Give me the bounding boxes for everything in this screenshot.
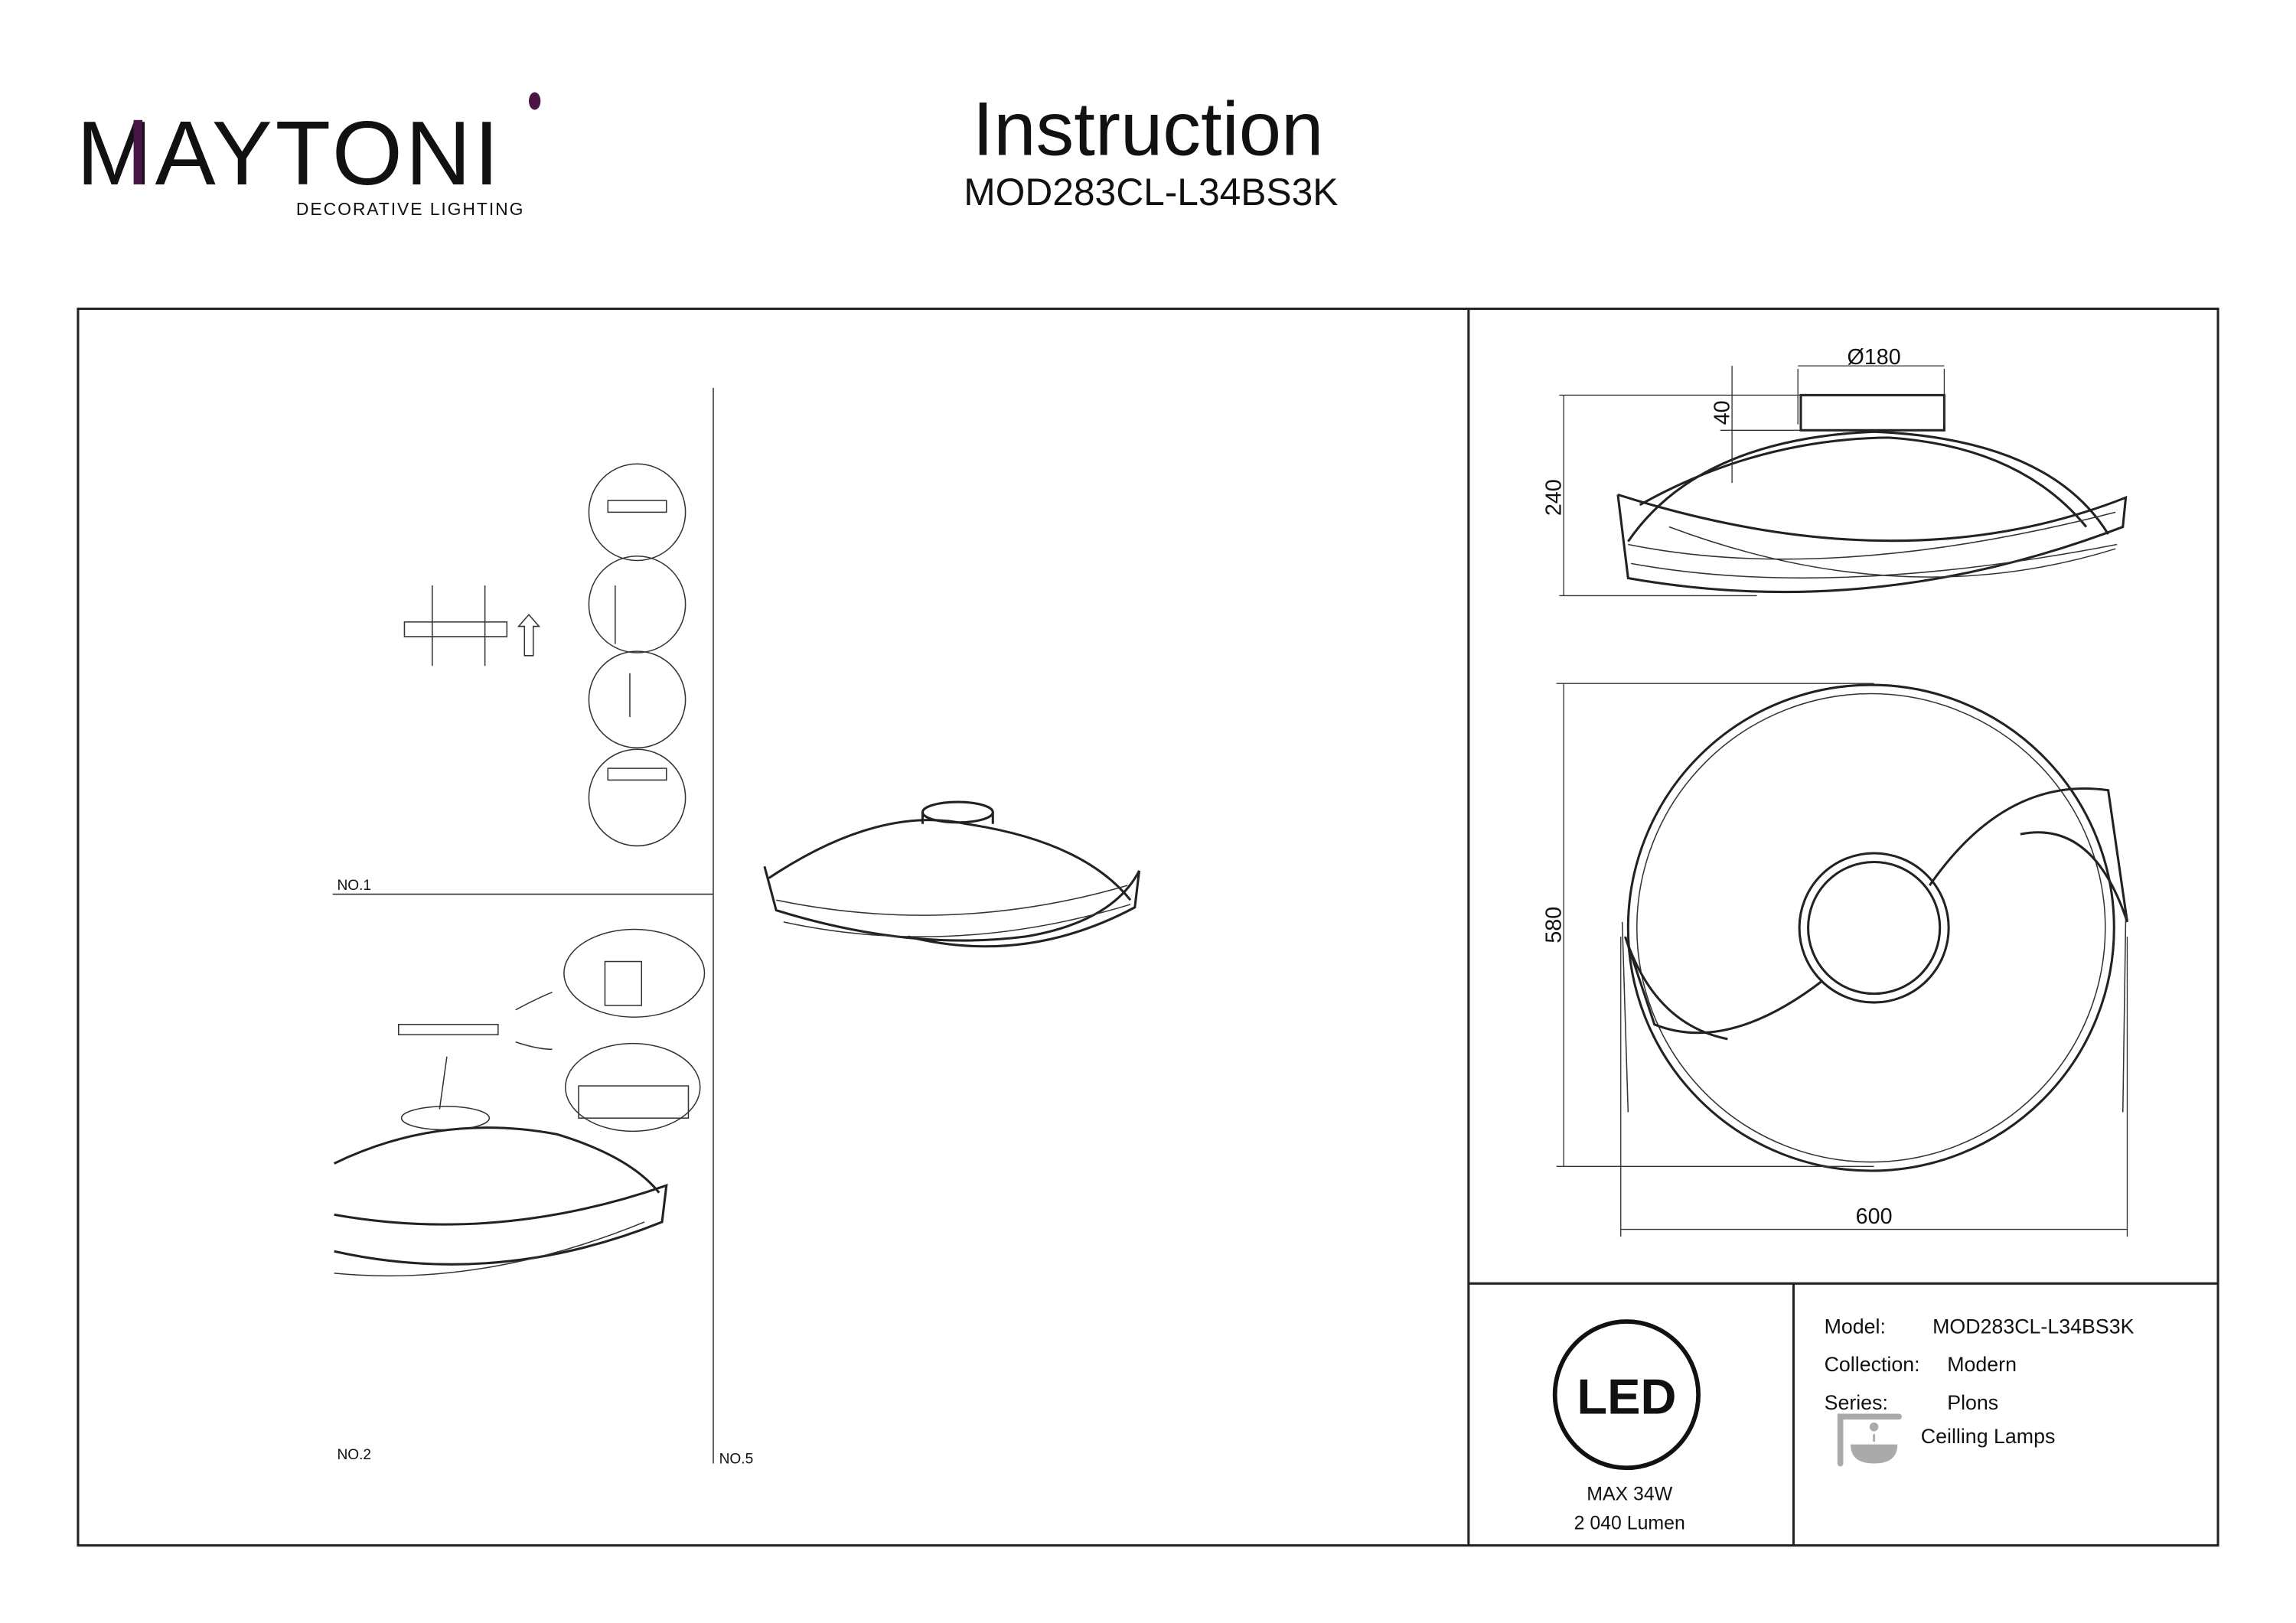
led-logo-text: LED <box>1577 1369 1676 1425</box>
dim-depth: 580 <box>1541 907 1566 943</box>
lamp-type: Ceilling Lamps <box>1921 1425 2056 1448</box>
lumen-value: 2 040 Lumen <box>1574 1513 1685 1534</box>
step-1-illustration <box>403 463 687 847</box>
collection-value: Modern <box>1947 1353 2017 1376</box>
model-value: MOD283CL-L34BS3K <box>1932 1315 2134 1338</box>
step-2-illustration <box>333 928 706 1277</box>
model-subtitle: MOD283CL-L34BS3K <box>964 171 1338 213</box>
step-label-no5: NO.5 <box>719 1452 754 1468</box>
maytoni-logo: MAYTONI DECORATIVE LIGHTING <box>77 92 541 219</box>
series-value: Plons <box>1947 1391 1998 1414</box>
led-badge: LED <box>1552 1319 1701 1471</box>
model-label: Model: <box>1825 1315 1886 1338</box>
top-view-drawing <box>1556 683 2128 1237</box>
side-view-drawing <box>1559 365 2128 597</box>
dim-total-height: 240 <box>1541 479 1566 516</box>
dim-width: 600 <box>1856 1204 1893 1229</box>
collection-label: Collection: <box>1825 1353 1920 1376</box>
logo-tagline: DECORATIVE LIGHTING <box>296 199 524 219</box>
max-power: MAX 34W <box>1587 1483 1672 1504</box>
dim-mount-diameter: Ø180 <box>1848 345 1901 370</box>
step-label-no1: NO.1 <box>337 878 371 894</box>
series-label: Series: <box>1825 1391 1888 1414</box>
ceiling-lamp-icon <box>1837 1413 1902 1467</box>
step-label-no2: NO.2 <box>337 1447 371 1463</box>
step-5-illustration <box>763 800 1141 948</box>
page-title: Instruction <box>973 87 1324 172</box>
logo-text: MAYTONI <box>77 103 502 204</box>
main-frame <box>77 308 2219 1547</box>
dim-mount-height: 40 <box>1710 400 1734 425</box>
